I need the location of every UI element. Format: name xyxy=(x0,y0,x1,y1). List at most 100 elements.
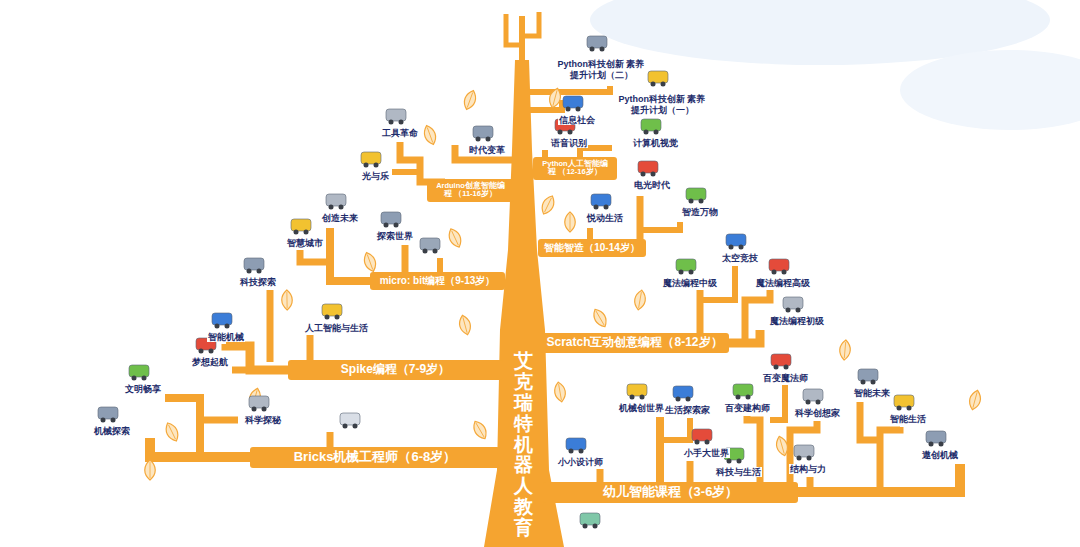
course-icon xyxy=(692,429,712,445)
leaf-shape xyxy=(470,419,489,442)
leaf xyxy=(565,212,576,232)
icon-wheel xyxy=(558,130,563,135)
icon-wheel xyxy=(433,249,438,254)
icon-wheel xyxy=(569,449,574,454)
course-label: Python科技创新 素养提升计划（二） xyxy=(555,59,647,81)
icon-wheel xyxy=(394,223,399,228)
icon-wheel xyxy=(774,365,779,370)
leaf-shape xyxy=(462,89,479,111)
icon-wheel xyxy=(654,130,659,135)
branch-band: Bricks机械工程师（6-8岁） xyxy=(250,447,500,468)
leaf-vein xyxy=(544,198,551,212)
leaf-vein xyxy=(168,425,175,439)
icon-wheel xyxy=(600,47,605,52)
icon-wheel xyxy=(729,245,734,250)
course-icon xyxy=(686,188,706,204)
icon-wheel xyxy=(389,120,394,125)
icon-wheel xyxy=(816,400,821,405)
course-icon xyxy=(473,126,493,142)
course-label: 时代变革 xyxy=(468,145,506,156)
icon-body xyxy=(361,152,381,164)
branch-band: micro: bit编程（9-13岁） xyxy=(370,272,505,290)
leaf-vein xyxy=(639,292,642,308)
icon-body xyxy=(386,109,406,121)
leaf-shape xyxy=(565,212,576,232)
icon-body xyxy=(926,431,946,443)
branch-line xyxy=(327,432,334,447)
icon-body xyxy=(726,234,746,246)
leaf-shape xyxy=(967,389,982,411)
course-icon xyxy=(212,313,232,329)
course-icon xyxy=(794,445,814,461)
icon-body xyxy=(673,386,693,398)
branch-line xyxy=(519,16,525,62)
icon-wheel xyxy=(423,249,428,254)
icon-wheel xyxy=(695,440,700,445)
course-label: 机械探索 xyxy=(93,426,131,437)
icon-wheel xyxy=(676,397,681,402)
icon-wheel xyxy=(576,107,581,112)
icon-body xyxy=(803,389,823,401)
icon-wheel xyxy=(772,270,777,275)
icon-wheel xyxy=(739,245,744,250)
branch-line xyxy=(400,142,445,182)
course-icon xyxy=(566,438,586,454)
leaf-vein xyxy=(570,214,571,230)
course-icon xyxy=(803,389,823,405)
icon-body xyxy=(676,259,696,271)
course-icon xyxy=(381,212,401,228)
icon-body xyxy=(794,445,814,457)
icon-body xyxy=(638,161,658,173)
course-label: 科学创想家 xyxy=(794,408,841,419)
course-label: 创造未来 xyxy=(321,213,359,224)
leaf-vein xyxy=(286,292,287,308)
branch-line xyxy=(522,86,610,92)
course-label: 语音识别 xyxy=(550,138,588,149)
icon-wheel xyxy=(604,205,609,210)
band-text: Arduino创意智能编程 （11-16岁） xyxy=(433,182,508,199)
icon-wheel xyxy=(590,47,595,52)
leaf xyxy=(362,251,379,273)
icon-wheel xyxy=(252,407,257,412)
icon-body xyxy=(783,297,803,309)
leaf xyxy=(590,307,609,330)
course-label: 小手大世界 xyxy=(683,448,730,459)
icon-wheel xyxy=(262,407,267,412)
icon-wheel xyxy=(689,270,694,275)
leaf xyxy=(462,89,479,111)
icon-wheel xyxy=(579,449,584,454)
leaf xyxy=(422,124,439,146)
icon-wheel xyxy=(686,397,691,402)
icon-body xyxy=(641,119,661,131)
leaf-vein xyxy=(463,317,467,332)
icon-wheel xyxy=(343,424,348,429)
course-icon xyxy=(322,304,342,320)
branch-line xyxy=(640,222,680,230)
course-label: 智能机械 xyxy=(207,332,245,343)
icon-wheel xyxy=(215,324,220,329)
icon-wheel xyxy=(209,349,214,354)
icon-body xyxy=(858,369,878,381)
course-label: 信息社会 xyxy=(558,115,596,126)
branch-line xyxy=(656,417,664,482)
branch-line xyxy=(697,290,704,333)
icon-wheel xyxy=(736,395,741,400)
icon-wheel xyxy=(568,130,573,135)
branches xyxy=(150,12,960,547)
course-icon xyxy=(244,258,264,274)
leaf xyxy=(446,227,464,250)
branch-band: 智能智造（10-14岁） xyxy=(538,239,646,257)
course-label: 文明畅享 xyxy=(124,384,162,395)
course-label: 科学探秘 xyxy=(244,415,282,426)
icon-wheel xyxy=(661,82,666,87)
icon-wheel xyxy=(939,442,944,447)
icon-body xyxy=(566,438,586,450)
course-label: 智能未来 xyxy=(853,388,891,399)
branch-line xyxy=(267,290,274,362)
icon-body xyxy=(322,304,342,316)
icon-body xyxy=(98,407,118,419)
band-text: 幼儿智能课程（3-6岁） xyxy=(603,485,739,500)
icon-body xyxy=(769,259,789,271)
leaf-shape xyxy=(362,251,379,273)
branch-band: Arduino创意智能编程 （11-16岁） xyxy=(427,179,514,202)
